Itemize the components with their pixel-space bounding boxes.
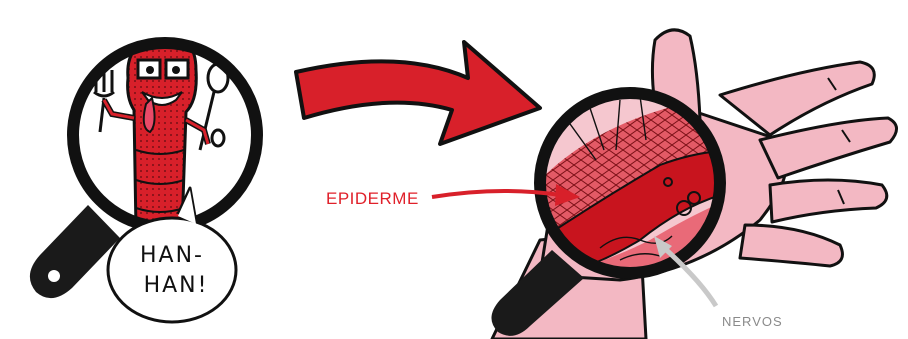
speech-line-2: HAN! (144, 273, 209, 298)
right-arrow-icon (296, 42, 540, 144)
epiderme-label: EPIDERME (326, 189, 419, 208)
nervos-label: NERVOS (722, 314, 783, 329)
left-magnifier-handle (30, 205, 120, 298)
speech-line-1: HAN- (140, 243, 204, 268)
